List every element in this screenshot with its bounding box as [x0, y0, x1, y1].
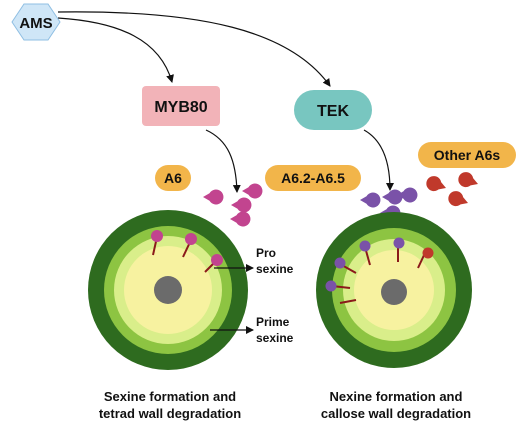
- myb80-node: MYB80: [142, 86, 220, 126]
- other-a6s-pill: [418, 142, 516, 168]
- prime-sexine-line2: sexine: [256, 331, 294, 345]
- pro-sexine-line2: sexine: [256, 262, 294, 276]
- purple-enzyme: [360, 192, 381, 208]
- a6-node: A6: [155, 165, 191, 191]
- right-caption: Nexine formation and callose wall degrad…: [321, 389, 471, 421]
- left-caption-line2: tetrad wall degradation: [99, 406, 241, 421]
- myb80-label: MYB80: [154, 99, 207, 116]
- ams-node: AMS: [11, 3, 61, 41]
- magenta-enzyme: [230, 211, 251, 227]
- a6-label: A6: [164, 170, 182, 186]
- purple-enzymes: [360, 187, 418, 221]
- left-bound-enzyme: [151, 230, 163, 242]
- right-spike: [339, 299, 357, 304]
- right-caption-line1: Nexine formation and: [330, 389, 463, 404]
- right-bound-enzyme: [422, 247, 434, 259]
- tek-node: TEK: [294, 90, 372, 130]
- red-enzyme: [448, 191, 468, 207]
- ams-label: AMS: [19, 15, 52, 32]
- magenta-enzyme: [242, 183, 263, 199]
- pro-sexine-label: Pro sexine: [256, 246, 294, 276]
- other-a6s-node: Other A6s: [418, 142, 516, 168]
- red-enzyme: [426, 176, 446, 192]
- myb80-box: [142, 86, 220, 126]
- ams-hexagon: [11, 3, 61, 41]
- arrow-ams-to-tek: [57, 11, 331, 87]
- right-cell: [316, 212, 472, 368]
- right-bound-enzyme: [325, 280, 337, 292]
- arrow-tek-to-enzymes: [363, 129, 394, 191]
- arrow-ams-to-myb80: [57, 17, 174, 83]
- red-enzyme: [458, 172, 478, 188]
- arrow-myb80-to-enzymes: [205, 129, 241, 193]
- left-caption-line1: Sexine formation and: [104, 389, 236, 404]
- pro-sexine-line1: Pro: [256, 246, 276, 260]
- magenta-enzymes: [203, 183, 263, 227]
- right-caption-line2: callose wall degradation: [321, 406, 471, 421]
- right-bound-enzyme: [334, 257, 346, 269]
- tek-label: TEK: [317, 103, 349, 120]
- left-nucleus: [154, 276, 182, 304]
- a6-range-node: A6.2-A6.5: [265, 165, 361, 191]
- red-enzymes: [426, 172, 478, 207]
- right-bound-enzyme: [393, 237, 405, 249]
- left-bound-enzyme: [185, 233, 197, 245]
- a6-range-label: A6.2-A6.5: [281, 170, 345, 186]
- magenta-enzyme: [203, 189, 224, 205]
- prime-sexine-label: Prime sexine: [256, 315, 294, 345]
- purple-enzyme: [397, 187, 418, 203]
- right-nucleus: [381, 279, 407, 305]
- a6-pill: [155, 165, 191, 191]
- a6-range-pill: [265, 165, 361, 191]
- prime-sexine-line1: Prime: [256, 315, 290, 329]
- left-cell: [88, 210, 248, 370]
- left-bound-enzyme: [211, 254, 223, 266]
- magenta-enzyme: [231, 197, 252, 213]
- right-bound-enzyme: [359, 240, 371, 252]
- tek-pill: [294, 90, 372, 130]
- other-a6s-label: Other A6s: [434, 147, 501, 163]
- left-caption: Sexine formation and tetrad wall degrada…: [99, 389, 241, 421]
- purple-enzyme: [382, 189, 403, 205]
